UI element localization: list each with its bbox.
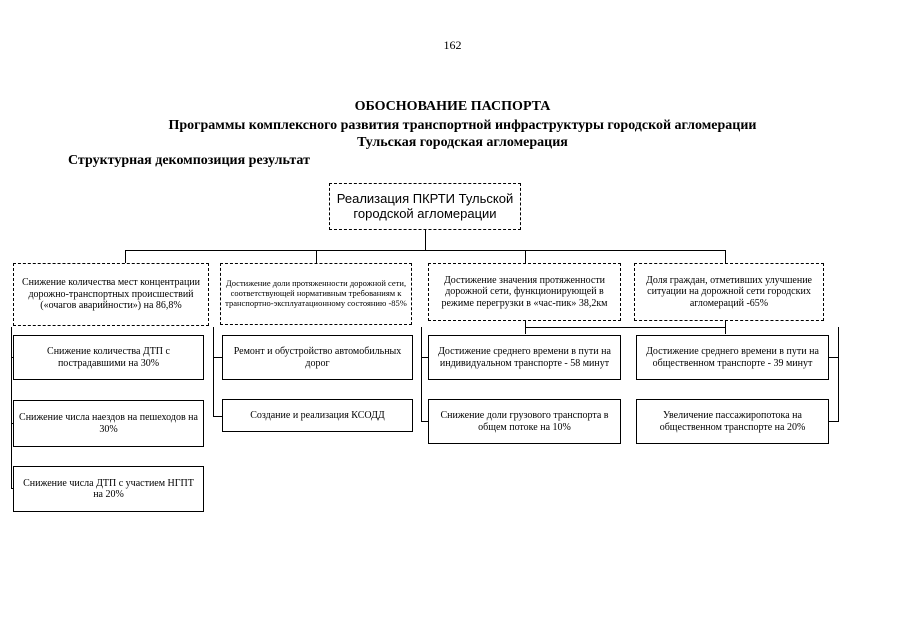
task-node: Снижение доли грузового транспорта в общ… xyxy=(428,399,621,444)
connector-line xyxy=(421,327,422,422)
connector-line xyxy=(11,423,14,424)
connector-line xyxy=(425,230,426,251)
connector-line xyxy=(525,250,526,263)
section-heading: Структурная декомпозиция результат xyxy=(68,153,310,168)
task-node: Увеличение пассажиропотока на общественн… xyxy=(636,399,829,444)
connector-line xyxy=(421,421,428,422)
connector-line xyxy=(525,327,726,328)
task-node: Ремонт и обустройство автомобильных доро… xyxy=(222,335,413,380)
connector-line xyxy=(125,250,126,263)
connector-line xyxy=(11,357,14,358)
connector-line xyxy=(11,488,14,489)
task-node: Достижение среднего времени в пути на ин… xyxy=(428,335,621,380)
connector-line xyxy=(725,250,726,263)
connector-line xyxy=(829,421,839,422)
connector-line xyxy=(213,416,223,417)
task-node: Снижение числа ДТП с участием НГПТ на 20… xyxy=(13,466,204,512)
task-node: Достижение среднего времени в пути на об… xyxy=(636,335,829,380)
connector-line xyxy=(838,327,839,422)
connector-line xyxy=(421,357,428,358)
task-node: Снижение числа наездов на пешеходов на 3… xyxy=(13,400,204,447)
connector-line xyxy=(725,321,726,334)
connector-line xyxy=(213,357,223,358)
page-number: 162 xyxy=(443,38,462,52)
connector-line xyxy=(829,357,839,358)
root-node: Реализация ПКРТИ Тульской городской агло… xyxy=(329,183,521,230)
task-node: Снижение количества ДТП с пострадавшими … xyxy=(13,335,204,380)
connector-line xyxy=(213,327,214,417)
document-subtitle: Программы комплексного развития транспор… xyxy=(168,118,757,133)
document-title: ОБОСНОВАНИЕ ПАСПОРТА xyxy=(354,99,551,114)
connector-line xyxy=(11,327,12,489)
goal-node-4: Доля граждан, отметивших улучшение ситуа… xyxy=(634,263,824,321)
connector-line xyxy=(125,250,726,251)
goal-node-3: Достижение значения протяженности дорожн… xyxy=(428,263,621,321)
agglomeration-name: Тульская городская агломерация xyxy=(357,135,568,150)
goal-node-2: Достижение доли протяженности дорожной с… xyxy=(220,263,412,325)
task-node: Создание и реализация КСОДД xyxy=(222,399,413,432)
goal-node-1: Снижение количества мест концентрации до… xyxy=(13,263,209,326)
connector-line xyxy=(316,250,317,263)
